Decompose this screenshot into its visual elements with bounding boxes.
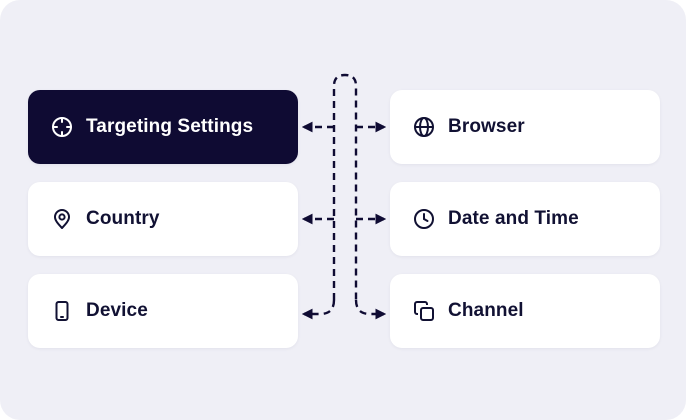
copy-icon [412,299,436,323]
crosshair-icon [50,115,74,139]
arrow-to-device [301,299,336,320]
channel-label: Channel [448,300,524,321]
device-label: Device [86,300,148,321]
browser-card[interactable]: Browser [390,90,660,164]
clock-icon [412,207,436,231]
location-pin-icon [50,207,74,231]
date-and-time-label: Date and Time [448,208,579,229]
arrow-to-channel [354,299,387,320]
date-and-time-card[interactable]: Date and Time [390,182,660,256]
country-card[interactable]: Country [28,182,298,256]
central-loop-connector [332,73,358,300]
targeting-settings-card[interactable]: Targeting Settings [28,90,298,164]
targeting-settings-label: Targeting Settings [86,116,254,137]
device-card[interactable]: Device [28,274,298,348]
channel-card[interactable]: Channel [390,274,660,348]
country-label: Country [86,208,160,229]
globe-icon [412,115,436,139]
mobile-device-icon [50,299,74,323]
browser-label: Browser [448,116,525,137]
